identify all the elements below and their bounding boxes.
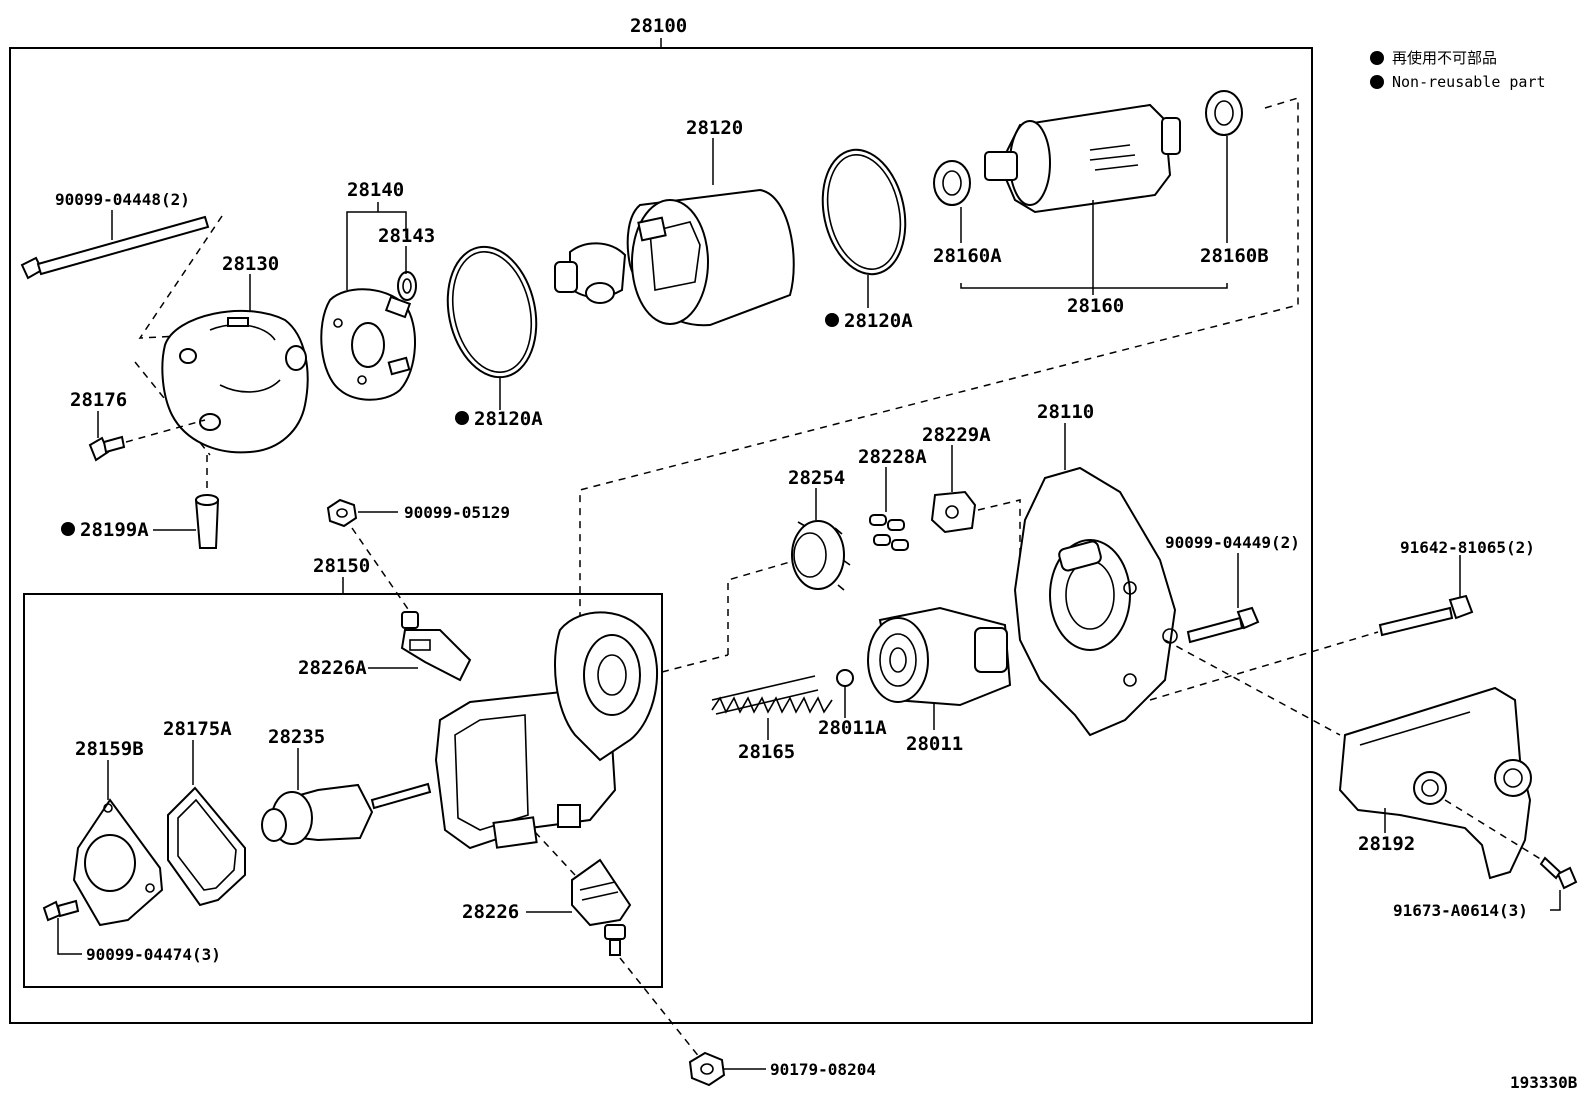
part-label-90179-08204[interactable]: 90179-08204	[770, 1060, 876, 1079]
bearing-28160A-part	[933, 160, 971, 206]
o-ring-left-part	[446, 245, 538, 379]
part-label-28100[interactable]: 28100	[630, 15, 687, 37]
cover-28159B-part	[72, 798, 164, 927]
nut-90179-08204-part	[688, 1051, 726, 1087]
part-label-28229A[interactable]: 28229A	[922, 424, 991, 446]
part-label-28110[interactable]: 28110	[1037, 401, 1094, 423]
long-bolt-part	[20, 215, 210, 280]
bolt-91642-81065-part	[1378, 594, 1474, 637]
brush-holder-part	[320, 288, 416, 401]
switch-housing-part	[434, 611, 658, 850]
bracket-28192-part	[1338, 686, 1532, 880]
part-label-28175A[interactable]: 28175A	[163, 718, 232, 740]
part-label-90099-04474[interactable]: 90099-04474(3)	[86, 945, 221, 964]
part-label-90099-04448[interactable]: 90099-04448(2)	[55, 190, 190, 209]
o-ring-right-part	[821, 148, 907, 276]
non-reusable-bullet-icon	[1370, 51, 1384, 65]
part-label-28226A[interactable]: 28226A	[298, 657, 367, 679]
part-label-28192[interactable]: 28192	[1358, 833, 1415, 855]
terminal-28226A-part	[400, 611, 472, 682]
non-reusable-bullet-icon	[1370, 75, 1384, 89]
non-reusable-bullet-icon	[825, 313, 839, 327]
part-label-28143[interactable]: 28143	[378, 225, 435, 247]
part-label-28011A[interactable]: 28011A	[818, 717, 887, 739]
clutch-28011-part	[867, 606, 1012, 707]
screw-90099-04474-part	[42, 899, 80, 922]
part-label-28159B[interactable]: 28159B	[75, 738, 144, 760]
ball-28011A-part	[836, 669, 854, 687]
bolt-90099-04449-part	[1186, 606, 1260, 644]
part-label-28160B[interactable]: 28160B	[1200, 245, 1269, 267]
non-reusable-bullet-icon	[455, 411, 469, 425]
diagram-code: 193330B	[1510, 1073, 1578, 1092]
part-label-28120A-left[interactable]: 28120A	[474, 408, 543, 430]
part-label-28011[interactable]: 28011	[906, 733, 963, 755]
part-label-28199A[interactable]: 28199A	[80, 519, 149, 541]
part-label-28176[interactable]: 28176	[70, 389, 127, 411]
drive-housing-28110-part	[1013, 466, 1178, 737]
part-label-28226[interactable]: 28226	[462, 901, 519, 923]
part-label-28150[interactable]: 28150	[313, 555, 370, 577]
idler-gear-28254-part	[791, 520, 851, 591]
legend: 再使用不可部品 Non-reusable part	[1370, 49, 1546, 91]
part-label-28160A[interactable]: 28160A	[933, 245, 1002, 267]
part-label-28160[interactable]: 28160	[1067, 295, 1124, 317]
end-frame-part	[161, 309, 309, 454]
nut-90099-05129-part	[326, 498, 358, 528]
armature-part	[984, 103, 1181, 214]
part-label-90099-04449[interactable]: 90099-04449(2)	[1165, 533, 1300, 552]
part-label-28120A-right[interactable]: 28120A	[844, 310, 913, 332]
part-label-91673-A0614[interactable]: 91673-A0614(3)	[1393, 901, 1528, 920]
part-label-28165[interactable]: 28165	[738, 741, 795, 763]
screw-28176-part	[88, 435, 126, 462]
part-label-28130[interactable]: 28130	[222, 253, 279, 275]
rollers-28228A-part	[869, 514, 909, 551]
part-label-28228A[interactable]: 28228A	[858, 446, 927, 468]
legend-text-japanese: 再使用不可部品	[1392, 49, 1497, 67]
screw-91673-A0614-part	[1539, 856, 1578, 890]
part-label-28120[interactable]: 28120	[686, 117, 743, 139]
gasket-28175A-part	[167, 786, 246, 907]
bearing-28160B-part	[1205, 90, 1243, 136]
retainer-28229A-part	[930, 490, 977, 534]
non-reusable-bullet-icon	[61, 522, 75, 536]
part-label-28235[interactable]: 28235	[268, 726, 325, 748]
brush-spring-part	[397, 271, 417, 301]
part-label-28254[interactable]: 28254	[788, 467, 845, 489]
spring-28165-part	[711, 675, 833, 715]
bushing-28199A-part	[194, 494, 220, 549]
legend-text-english: Non-reusable part	[1392, 73, 1546, 91]
part-label-28140[interactable]: 28140	[347, 179, 404, 201]
part-label-91642-81065[interactable]: 91642-81065(2)	[1400, 538, 1535, 557]
yoke-part	[554, 188, 795, 327]
plunger-28235-part	[261, 782, 432, 845]
part-label-90099-05129[interactable]: 90099-05129	[404, 503, 510, 522]
terminal-28226-part	[571, 858, 632, 956]
